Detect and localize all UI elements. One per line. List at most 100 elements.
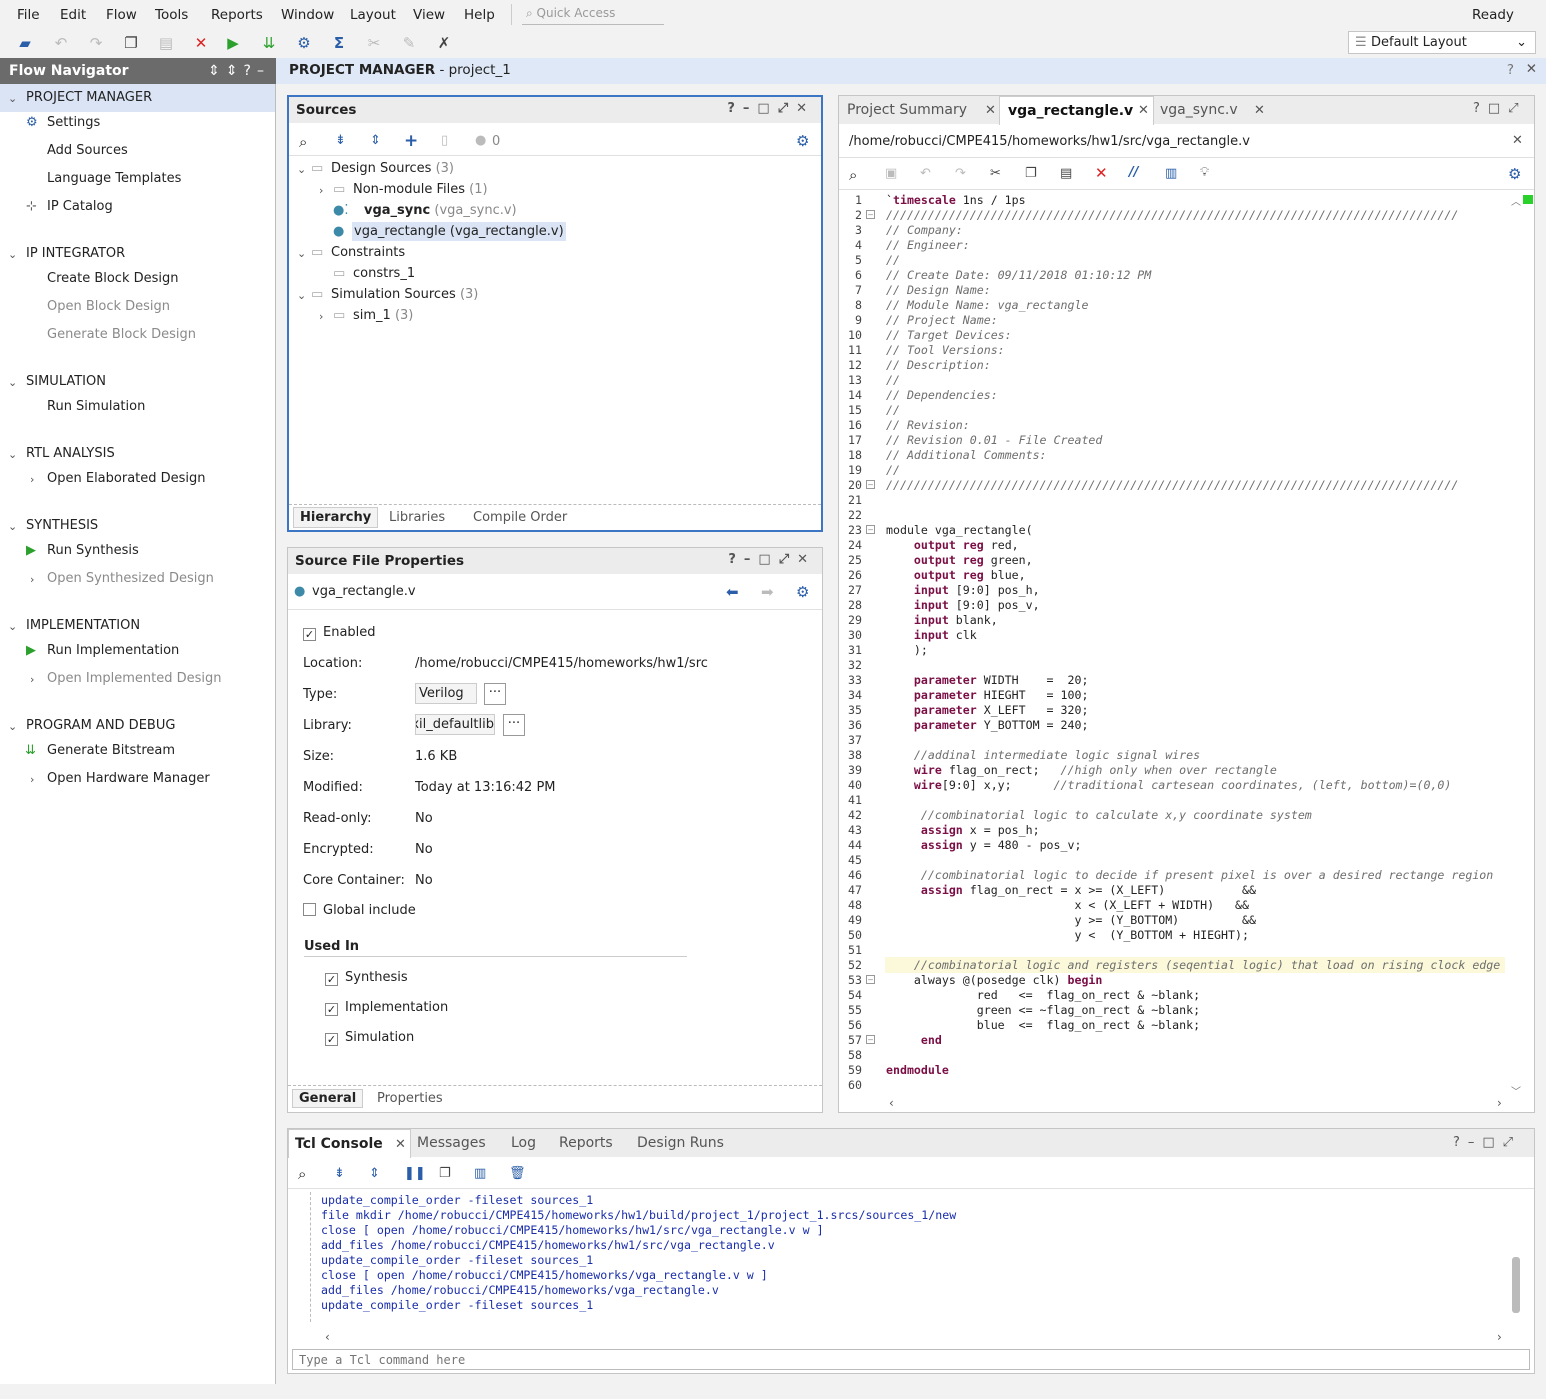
code-line[interactable]: // Revision 0.01 - File Created	[886, 433, 1103, 447]
back-arrow-icon[interactable]: ⬅	[726, 583, 739, 601]
code-line[interactable]: // Dependencies:	[886, 388, 1005, 402]
paste-icon[interactable]: ▤	[158, 34, 174, 52]
menu-flow[interactable]: Flow	[106, 7, 137, 23]
code-line[interactable]: wire[9:0] x,y; //traditional cartesean c…	[913, 778, 1452, 792]
code-line[interactable]: // Project Name:	[886, 313, 1005, 327]
code-line[interactable]: output reg green,	[913, 553, 1033, 567]
close-icon[interactable]: ✕	[1138, 103, 1149, 118]
code-line[interactable]: // Design Name:	[886, 283, 998, 297]
tab-tcl-console[interactable]: Tcl Console	[288, 1129, 411, 1158]
code-line[interactable]: x < (X_LEFT + WIDTH) &&	[886, 898, 1249, 912]
run-implementation-link[interactable]: Run Implementation	[47, 643, 180, 658]
delete-icon[interactable]: ✕	[1095, 164, 1108, 182]
info-icon[interactable]: ▯	[441, 133, 449, 148]
help-icon[interactable]: ?	[1506, 62, 1514, 78]
panel-controls-icon[interactable]: ?□⤢	[1473, 101, 1527, 116]
open-block-design-link[interactable]: Open Block Design	[47, 299, 171, 314]
chevron-down-icon[interactable]: ⌄	[297, 247, 307, 260]
tree-constraints[interactable]: Constraints	[331, 245, 406, 260]
tab-compile-order[interactable]: Compile Order	[473, 510, 568, 525]
redo-icon[interactable]: ↷	[89, 34, 103, 52]
fold-icon[interactable]: –	[866, 480, 875, 489]
code-line[interactable]: //	[886, 373, 907, 387]
tab-reports[interactable]: Reports	[559, 1135, 613, 1151]
code-line[interactable]: assign y = 480 - pos_v;	[920, 838, 1082, 852]
close-icon[interactable]: ✕	[985, 103, 996, 118]
open-elaborated-design-link[interactable]: Open Elaborated Design	[47, 471, 206, 486]
code-line[interactable]: //	[886, 253, 907, 267]
chevron-down-icon[interactable]: ⌄	[8, 248, 18, 261]
code-line[interactable]: assign x = pos_h;	[920, 823, 1040, 837]
code-line[interactable]: // Revision:	[886, 418, 970, 432]
code-line[interactable]: always @(posedge clk) begin	[886, 973, 1103, 987]
open-synthesized-design-link[interactable]: Open Synthesized Design	[47, 571, 214, 586]
columns-icon[interactable]: ▥	[474, 1166, 487, 1181]
code-line[interactable]: // Create Date: 09/11/2018 01:10:12 PM	[886, 268, 1152, 282]
language-templates-link[interactable]: Language Templates	[47, 171, 182, 186]
undo-icon[interactable]: ↶	[920, 166, 931, 181]
code-line[interactable]: parameter WIDTH = 20;	[913, 673, 1089, 687]
code-line[interactable]: ////////////////////////////////////////…	[886, 208, 1459, 222]
section-simulation[interactable]: SIMULATION	[26, 374, 106, 389]
ip-catalog-link[interactable]: IP Catalog	[47, 199, 113, 214]
tab-properties[interactable]: Properties	[377, 1091, 443, 1106]
code-line[interactable]: wire flag_on_rect; //high only when over…	[913, 763, 1277, 777]
code-line[interactable]: input clk	[913, 628, 977, 642]
code-line[interactable]: input [9:0] pos_h,	[913, 583, 1040, 597]
add-icon[interactable]: +	[404, 131, 419, 151]
code-line[interactable]: blue <= flag_on_rect & ~blank;	[886, 1018, 1201, 1032]
settings-link[interactable]: Settings	[47, 115, 101, 130]
panel-controls-icon[interactable]: ⇕⇕?–	[208, 63, 270, 79]
tab-vga-rectangle[interactable]: vga_rectangle.v	[999, 96, 1154, 125]
menu-help[interactable]: Help	[464, 7, 495, 23]
code-line[interactable]: //combinatorial logic to calculate x,y c…	[920, 808, 1312, 822]
chevron-down-icon[interactable]: ⌄	[297, 163, 307, 176]
tree-vga-rectangle[interactable]: vga_rectangle (vga_rectangle.v)	[352, 222, 566, 241]
code-line[interactable]: );	[886, 643, 928, 657]
layout-select[interactable]: Default Layout⌄☰	[1348, 31, 1536, 54]
panel-controls-icon[interactable]: ?–□⤢✕	[728, 552, 816, 567]
tree-sim-1[interactable]: sim_1 (3)	[353, 308, 413, 323]
copy-icon[interactable]: ❐	[124, 34, 138, 52]
code-line[interactable]: // Tool Versions:	[886, 343, 1012, 357]
tab-vga-sync[interactable]: vga_sync.v	[1160, 102, 1238, 118]
scroll-up-icon[interactable]: ︿	[1511, 197, 1521, 208]
library-value[interactable]: xil_defaultlib	[415, 714, 495, 735]
gear-icon[interactable]: ⚙	[796, 132, 810, 150]
code-line[interactable]: // Company:	[886, 223, 970, 237]
run-icon[interactable]: ▶	[227, 34, 239, 52]
chevron-right-icon[interactable]: ›	[30, 573, 35, 586]
panel-controls-icon[interactable]: ?–□⤢	[1453, 1135, 1522, 1150]
run-synthesis-link[interactable]: Run Synthesis	[47, 543, 139, 558]
section-ip-integrator[interactable]: IP INTEGRATOR	[26, 246, 126, 261]
chevron-down-icon[interactable]: ⌄	[8, 376, 18, 389]
code-line[interactable]: green <= ~flag_on_rect & ~blank;	[886, 1003, 1201, 1017]
comment-icon[interactable]: //	[1129, 165, 1139, 180]
code-line[interactable]: output reg red,	[913, 538, 1019, 552]
code-line[interactable]: // Target Devices:	[886, 328, 1019, 342]
chevron-right-icon[interactable]: ›	[30, 473, 35, 486]
chevron-down-icon[interactable]: ⌄	[8, 720, 18, 733]
fold-icon[interactable]: –	[866, 210, 875, 219]
collapse-all-icon[interactable]: ⇟	[335, 133, 346, 148]
generate-block-design-link[interactable]: Generate Block Design	[47, 327, 197, 342]
type-value[interactable]: Verilog	[415, 683, 477, 704]
search-icon[interactable]: ⌕	[299, 133, 308, 151]
menu-window[interactable]: Window	[281, 7, 335, 23]
menu-reports[interactable]: Reports	[211, 7, 263, 23]
program-icon[interactable]: ⇊	[262, 34, 276, 52]
tab-messages[interactable]: Messages	[417, 1135, 486, 1151]
chevron-down-icon[interactable]: ⌄	[8, 620, 18, 633]
open-implemented-design-link[interactable]: Open Implemented Design	[47, 671, 222, 686]
close-icon[interactable]: ✕	[1254, 103, 1265, 118]
expand-all-icon[interactable]: ⇕	[370, 133, 381, 148]
code-line[interactable]: // Module Name: vga_rectangle	[886, 298, 1089, 312]
close-icon[interactable]: ✕	[1525, 61, 1537, 77]
quick-access-input[interactable]: ⌕ Quick Access	[522, 4, 664, 25]
menu-layout[interactable]: Layout	[350, 7, 396, 23]
code-line[interactable]: assign flag_on_rect = x >= (X_LEFT) &&	[920, 883, 1256, 897]
tab-project-summary[interactable]: Project Summary	[847, 102, 968, 118]
tree-design-sources[interactable]: Design Sources (3)	[331, 161, 454, 176]
run-simulation-link[interactable]: Run Simulation	[47, 399, 146, 414]
